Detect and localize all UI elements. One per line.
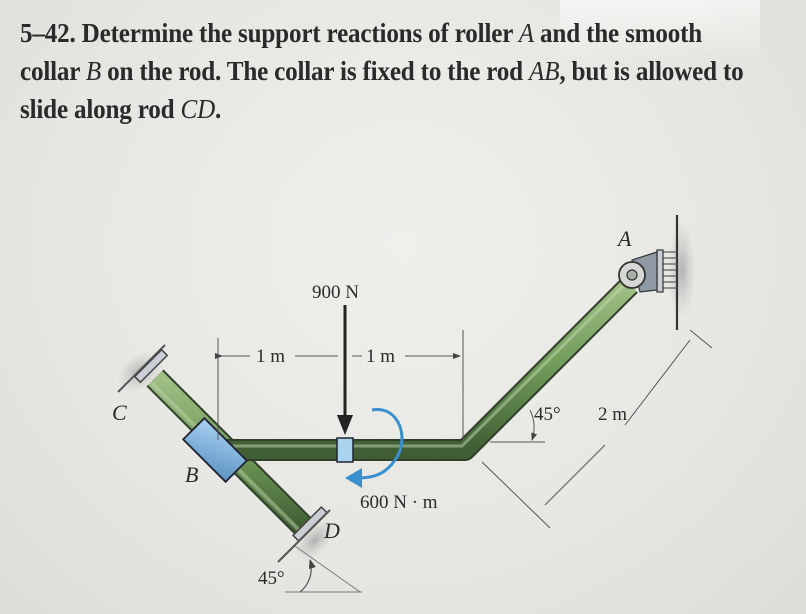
moment-label: 600 N · m (360, 492, 438, 513)
dimension-1m-1m (215, 330, 464, 440)
point-a-ref: A (518, 18, 534, 48)
rod-cd-ref: CD (180, 94, 216, 124)
label-c: C (112, 400, 127, 425)
roller-support-a (618, 215, 696, 330)
angle-lower-label: 45° (258, 568, 285, 589)
point-b-ref: B (85, 56, 102, 86)
moment-600nm (345, 408, 404, 488)
angle-45-upper (490, 409, 545, 443)
force-900n (337, 305, 353, 435)
problem-statement: 5–42. Determine the support reactions of… (20, 18, 744, 124)
dim-left-label: 1 m (256, 346, 285, 367)
load-collar (336, 437, 354, 463)
dim-incline-label: 2 m (598, 404, 627, 425)
support-d (277, 505, 362, 593)
label-d: D (323, 518, 340, 543)
label-b: B (185, 462, 198, 487)
label-a: A (616, 226, 632, 251)
force-label: 900 N (312, 282, 359, 303)
rod-ab (225, 277, 638, 461)
problem-number: 5–42. (20, 18, 76, 48)
dim-right-label: 1 m (366, 346, 395, 367)
collar-b (181, 416, 249, 484)
angle-upper-label: 45° (534, 404, 561, 425)
dimension-2m (481, 329, 713, 529)
rod-ab-ref: AB (529, 56, 560, 86)
